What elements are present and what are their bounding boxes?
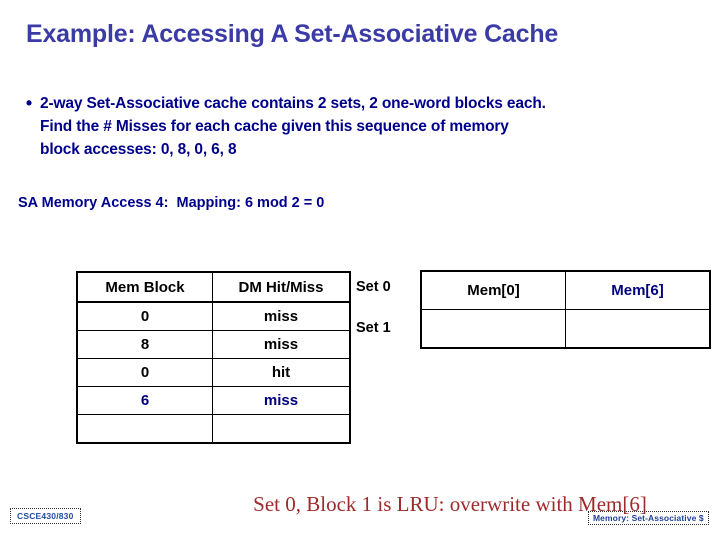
cell-mem-block: 0	[76, 301, 213, 331]
table-row-empty	[76, 414, 351, 444]
cache-cell-set0-block1: Mem[6]	[565, 270, 711, 310]
lru-explanation-caption: Set 0, Block 1 is LRU: overwrite with Me…	[253, 492, 647, 516]
cache-cell-set1-block0	[420, 309, 566, 349]
bullet-text-group: 2-way Set-Associative cache contains 2 s…	[40, 92, 546, 161]
cache-contents-table: Mem[0] Mem[6]	[420, 270, 711, 349]
header-mem-block: Mem Block	[76, 271, 213, 303]
set-label-1: Set 1	[356, 320, 391, 336]
set-label-0: Set 0	[356, 279, 391, 295]
cache-cell-set0-block0: Mem[0]	[420, 270, 566, 310]
bullet-list: • 2-way Set-Associative cache contains 2…	[18, 92, 710, 161]
table-header-row: Mem Block DM Hit/Miss	[76, 271, 351, 303]
access-mapping-heading: SA Memory Access 4: Mapping: 6 mod 2 = 0	[18, 195, 325, 211]
cell-mem-block	[76, 414, 213, 444]
bullet-marker-icon: •	[25, 93, 33, 113]
cell-mem-block: 6	[76, 386, 213, 415]
cell-mem-block: 8	[76, 330, 213, 359]
cell-hit-miss	[212, 414, 351, 444]
cell-hit-miss: miss	[212, 386, 351, 415]
memory-trace-table: Mem Block DM Hit/Miss 0 miss 8 miss 0 hi…	[76, 271, 351, 444]
page-title: Example: Accessing A Set-Associative Cac…	[26, 20, 559, 48]
bullet-line-3: block accesses: 0, 8, 0, 6, 8	[40, 141, 237, 158]
table-row: 0 miss	[76, 301, 351, 331]
course-code-badge: CSCE430/830	[10, 508, 81, 524]
topic-badge: Memory: Set-Associative $	[588, 511, 709, 525]
cache-row-set0: Mem[0] Mem[6]	[420, 270, 711, 310]
bullet-line-2: Find the # Misses for each cache given t…	[40, 118, 509, 135]
table-row-current: 6 miss	[76, 386, 351, 415]
cell-hit-miss: hit	[212, 358, 351, 387]
cell-hit-miss: miss	[212, 330, 351, 359]
table-row: 0 hit	[76, 358, 351, 387]
table-row: 8 miss	[76, 330, 351, 359]
set-label-group: Set 0 Set 1	[356, 276, 414, 358]
cache-cell-set1-block1	[565, 309, 711, 349]
cache-row-set1	[420, 309, 711, 349]
header-dm-hit-miss: DM Hit/Miss	[212, 271, 351, 303]
cell-mem-block: 0	[76, 358, 213, 387]
bullet-line-1: 2-way Set-Associative cache contains 2 s…	[40, 95, 546, 112]
cell-hit-miss: miss	[212, 301, 351, 331]
